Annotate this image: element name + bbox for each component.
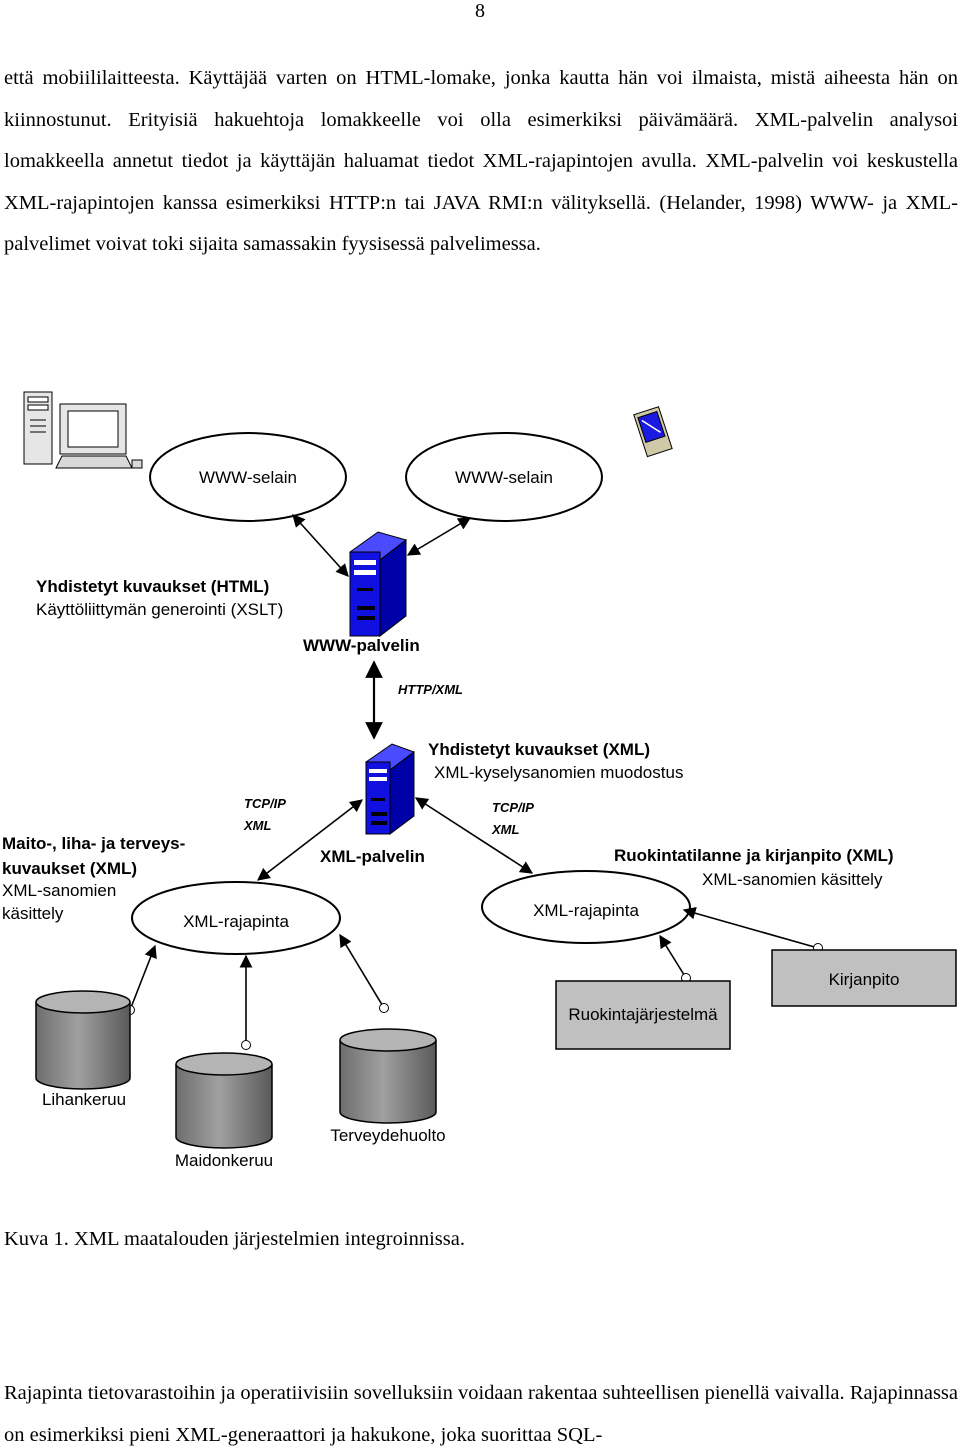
db-label-1: Lihankeruu [42,1090,126,1109]
browser-right-ellipse [405,432,603,522]
link-interface-system-1 [659,934,687,979]
right-desc-line-2: XML-sanomien käsittely [702,870,883,889]
browser-left-ellipse [149,432,347,522]
xml-server-icon [364,743,416,835]
db-label-2: Maidonkeruu [175,1151,273,1170]
web-server-icon [348,531,408,638]
left-desc-line-1: Maito-, liha- ja terveys- [2,834,185,853]
tcp-left-label-2: XML [243,818,272,833]
db-label-3: Terveydehuolto [330,1126,445,1145]
database-maidonkeruu-icon [175,1052,273,1149]
desktop-computer-icon [23,391,143,469]
web-server-desc-title: Yhdistetyt kuvaukset (HTML) [36,577,269,596]
web-server-desc-sub: Käyttöliittymän generointi (XSLT) [36,600,283,619]
link-interface-db-1 [129,944,157,1011]
xml-server-desc-sub: XML-kyselysanomien muodostus [434,763,683,782]
mobile-device-icon [633,406,673,458]
left-desc-line-4: käsittely [2,904,64,923]
paragraph-intro: että mobiililaitteesta. Käyttäjää varten… [4,67,958,255]
page-number: 8 [475,0,485,22]
right-interface-label: XML-rajapinta [533,901,639,920]
link-interface-system-2 [682,906,819,949]
database-terveydehuolto-icon [339,1028,437,1124]
left-desc-line-3: XML-sanomien [2,881,116,900]
system-label-2: Kirjanpito [829,970,900,989]
left-desc-line-2: kuvaukset (XML) [2,859,137,878]
database-lihankeruu-icon [35,990,131,1090]
link-xml-right-interface [414,797,534,874]
web-server-label: WWW-palvelin [303,636,420,655]
system-box-feeding [555,980,731,1050]
tcp-right-label-1: TCP/IP [492,800,534,815]
xml-server-desc-title: Yhdistetyt kuvaukset (XML) [428,740,650,759]
integration-diagram: WWW-selain WWW-selain Yhdistetyt kuvauks… [2,391,957,1170]
figure-caption: Kuva 1. XML maatalouden järjestelmien in… [4,1228,465,1250]
paragraph-continuation: Rajapinta tietovarastoihin ja operatiivi… [4,1382,958,1446]
link-browser-right-web [406,517,472,556]
right-desc-line-1: Ruokintatilanne ja kirjanpito (XML) [614,846,894,865]
browser-left-label: WWW-selain [199,468,297,487]
system-label-1: Ruokintajärjestelmä [568,1005,718,1024]
left-interface-label: XML-rajapinta [183,912,289,931]
left-interface-ellipse [131,881,341,955]
link-interface-db-3 [339,933,385,1009]
tcp-right-label-2: XML [491,822,520,837]
browser-right-label: WWW-selain [455,468,553,487]
http-link-label: HTTP/XML [398,682,463,697]
link-browser-left-web [292,514,349,577]
xml-server-label: XML-palvelin [320,847,425,866]
link-xml-left-interface [256,799,364,881]
tcp-left-label-1: TCP/IP [244,796,286,811]
system-box-accounting [771,949,957,1007]
